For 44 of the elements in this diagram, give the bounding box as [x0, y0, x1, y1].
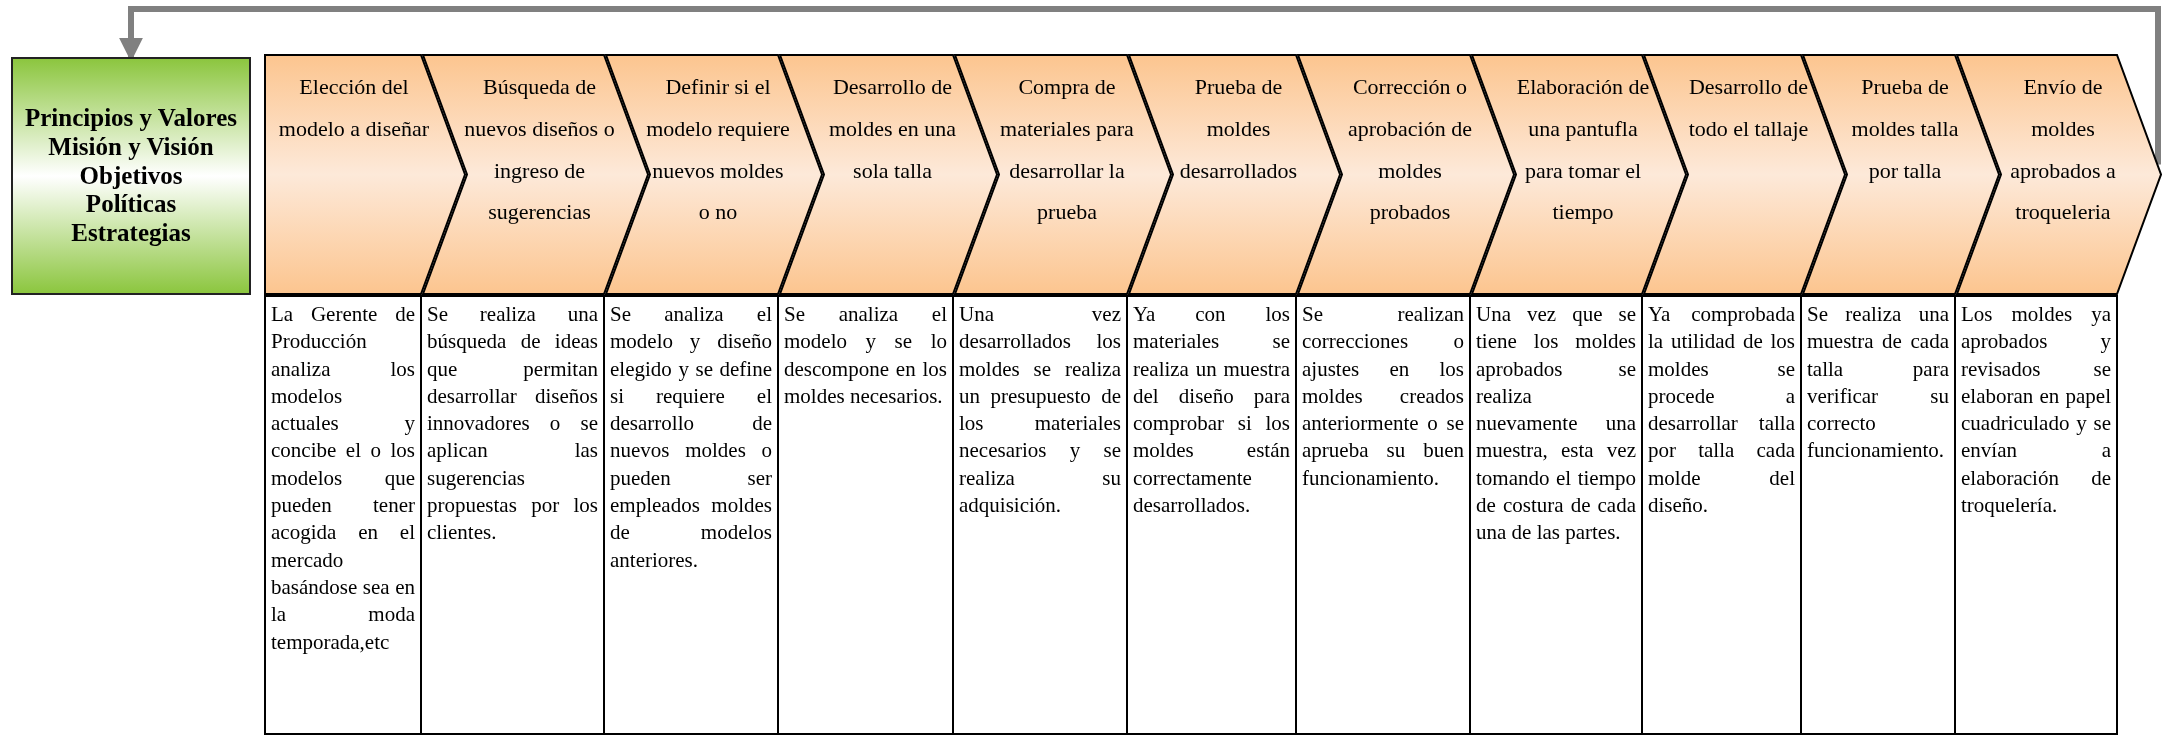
description-text: Los moldes ya aprobados y revisados se elaboran en papel cuadriculado y se envían a elaboración de troquelería.: [1961, 301, 2111, 520]
step-title: Compra de materiales para desarrollar la prueba: [999, 73, 1135, 227]
heading-text: Objetivos: [79, 161, 183, 191]
chevron-step: [1471, 54, 1687, 295]
heading-text: Principios y Valores: [24, 104, 238, 133]
description-box: [1469, 295, 1643, 735]
chevron-step: [1956, 54, 2162, 295]
step-title: Envío de moldes aprobados a troqueleria: [2009, 73, 2117, 227]
description-box: [1126, 295, 1297, 735]
description-text: Una vez que se tiene los moldes aprobados se realiza nuevamente una muestra, esta vez tomando el tiempo de costura de cada una de las partes.: [1476, 301, 1636, 547]
step-title: Corrección o aprobación de moldes probados: [1347, 73, 1473, 227]
step-title: Prueba de moldes desarrollados: [1178, 73, 1299, 185]
step-title: Desarrollo de moldes en una sola talla: [827, 73, 958, 185]
description-box: [420, 295, 605, 735]
description-text: Ya comprobada la utilidad de los moldes se procede a desarrollar talla por talla cada molde del diseño.: [1648, 301, 1795, 520]
description-text: La Gerente de Producción analiza los modelos actuales y concibe el o los modelos que pueden tener acogida en el mercado basándose sea en la moda temporada,etc: [271, 301, 415, 656]
chevron-step: [1297, 54, 1515, 295]
description-box: [1800, 295, 1956, 735]
description-text: Se realiza una búsqueda de ideas que permitan desarrollar diseños innovadores o se aplican las sugerencias propuestas por los clientes.: [427, 301, 598, 547]
description-box: [1295, 295, 1471, 735]
description-text: Se realizan correcciones o ajustes en los moldes creados anteriormente o se aprueba su buen funcionamiento.: [1302, 301, 1464, 492]
description-box: [1954, 295, 2118, 735]
feedback-arrow: [119, 6, 2161, 165]
description-text: Una vez desarrollados los moldes se realiza un presupuesto de los materiales necesarios y se realiza su adquisición.: [959, 301, 1121, 520]
step-title: Prueba de moldes talla por talla: [1850, 73, 1960, 185]
step-title: Definir si el modelo requiere nuevos moldes o no: [645, 73, 791, 227]
description-box: [1641, 295, 1802, 735]
description-text: Se realiza una muestra de cada talla para verificar su correcto funcionamiento.: [1807, 301, 1949, 465]
description-text: Se analiza el modelo y diseño elegido y se define si requiere el desarrollo de nuevos moldes o pueden ser empleados moldes de modelos anteriores.: [610, 301, 772, 574]
header-box: [11, 57, 251, 295]
chevron-step: [954, 54, 1172, 295]
description-box: [603, 295, 779, 735]
description-box: [777, 295, 954, 735]
heading-text: Estrategias: [71, 219, 191, 248]
description-text: Se analiza el modelo y se lo descompone en los moldes necesarios.: [784, 301, 947, 410]
step-title: Búsqueda de nuevos diseños o ingreso de sugerencias: [463, 73, 616, 227]
description-box: [264, 295, 422, 735]
step-title: Elaboración de una pantufla para tomar el tiempo: [1515, 73, 1651, 227]
description-box: [952, 295, 1128, 735]
description-text: Ya con los materiales se realiza un muestra del diseño para comprobar si los moldes están correctamente desarrollados.: [1133, 301, 1290, 520]
chevron-step: [605, 54, 823, 295]
heading-text: Misión y Visión: [48, 132, 214, 162]
heading-text: Políticas: [85, 190, 177, 220]
step-title: Desarrollo de todo el tallaje: [1687, 73, 1810, 143]
